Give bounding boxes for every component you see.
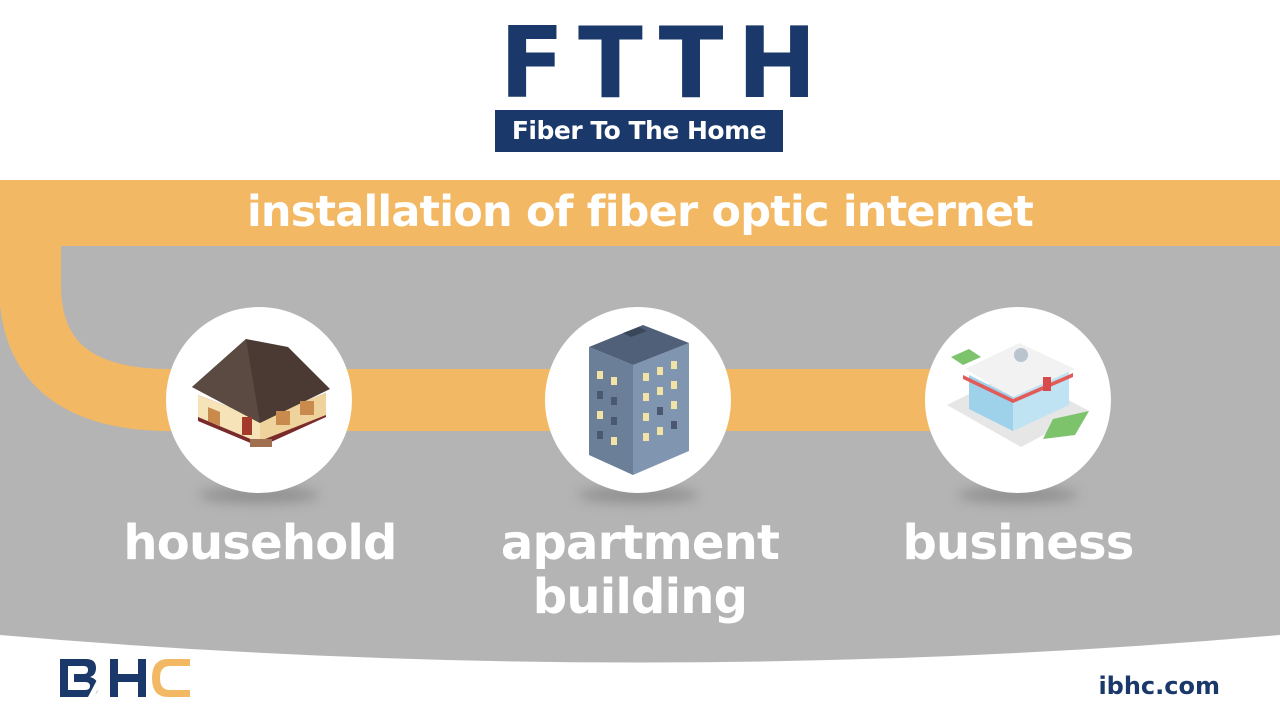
bhc-logo (60, 659, 190, 697)
business-circle (925, 307, 1111, 493)
apartment-circle (545, 307, 731, 493)
house-icon (192, 339, 330, 447)
apartment-building-label: apartment building (470, 516, 810, 624)
ftth-logo-word: FTTH (499, 7, 831, 121)
circle-shadow (199, 487, 319, 503)
apartment-label-line1: apartment (500, 515, 780, 571)
ftth-logo: FTTH Fiber To The Home (495, 15, 817, 152)
fiber-line (0, 246, 1000, 431)
circle-shadow (578, 487, 698, 503)
circle-shadow (958, 487, 1078, 503)
household-label: household (123, 515, 397, 571)
ftth-logo-subtitle: Fiber To The Home (495, 110, 783, 152)
banner-band (0, 180, 1280, 246)
apartment-building-icon (589, 325, 689, 475)
business-label: business (902, 515, 1134, 571)
website-url: ibhc.com (1098, 672, 1220, 700)
shop-icon (947, 343, 1089, 447)
apartment-label-line2: building (532, 569, 748, 625)
banner-text: installation of fiber optic internet (246, 187, 1034, 237)
household-circle (166, 307, 352, 493)
